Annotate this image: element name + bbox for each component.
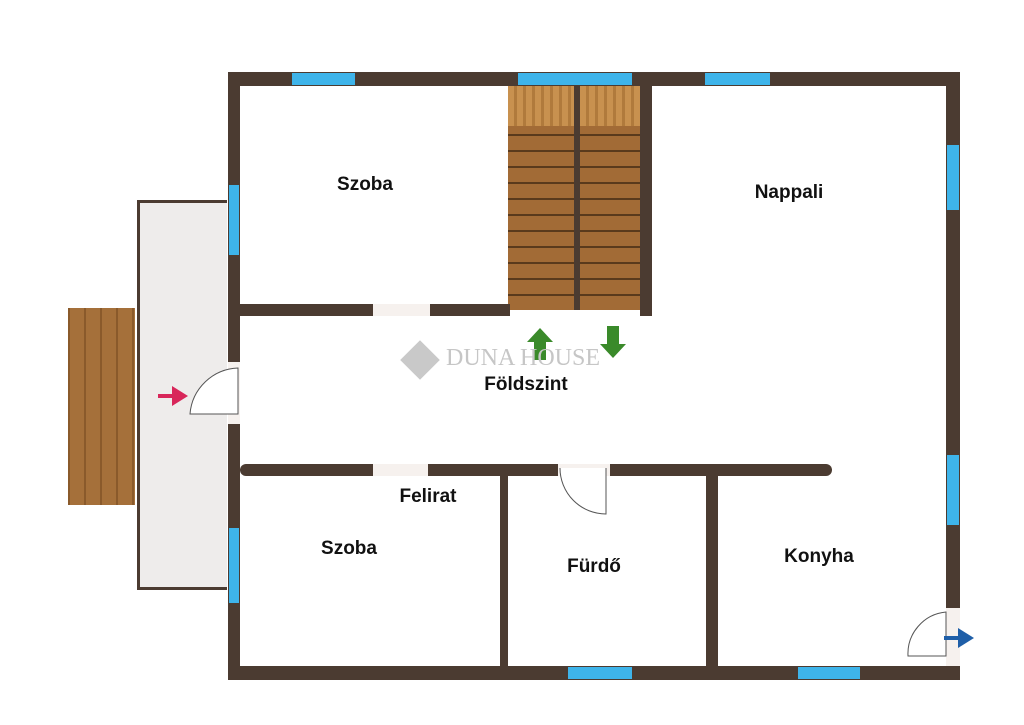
exit-arrow-icon (944, 628, 974, 648)
wall-right (946, 72, 960, 680)
wall-stairs (640, 86, 652, 316)
watermark: DUNA HOUSE (446, 345, 601, 371)
doorway-room1[interactable] (373, 304, 430, 316)
wall-bath-right (706, 476, 718, 666)
window (947, 145, 959, 210)
doorway-room2[interactable] (373, 464, 428, 476)
window (798, 667, 860, 679)
room-label: Szoba (337, 174, 393, 195)
room-label: Szoba (321, 538, 377, 559)
window (292, 73, 355, 85)
window (705, 73, 770, 85)
stair-divider (574, 86, 580, 310)
window (518, 73, 632, 85)
stair-down-arrow-icon (600, 326, 626, 358)
window (947, 455, 959, 525)
logo-icon (400, 340, 440, 380)
room-label: Nappali (754, 182, 824, 203)
stair-up-arrow-icon (527, 328, 553, 360)
room-label: Konyha (784, 546, 854, 567)
window (568, 667, 632, 679)
window (229, 528, 239, 603)
room-label: Fürdő (567, 556, 621, 577)
entry-arrow-icon (158, 386, 188, 406)
wall-bath-left (500, 476, 508, 666)
floor-label: Földszint (484, 374, 568, 395)
room-label: Felirat (399, 486, 457, 507)
wooden-deck (68, 308, 135, 505)
window (229, 185, 239, 255)
